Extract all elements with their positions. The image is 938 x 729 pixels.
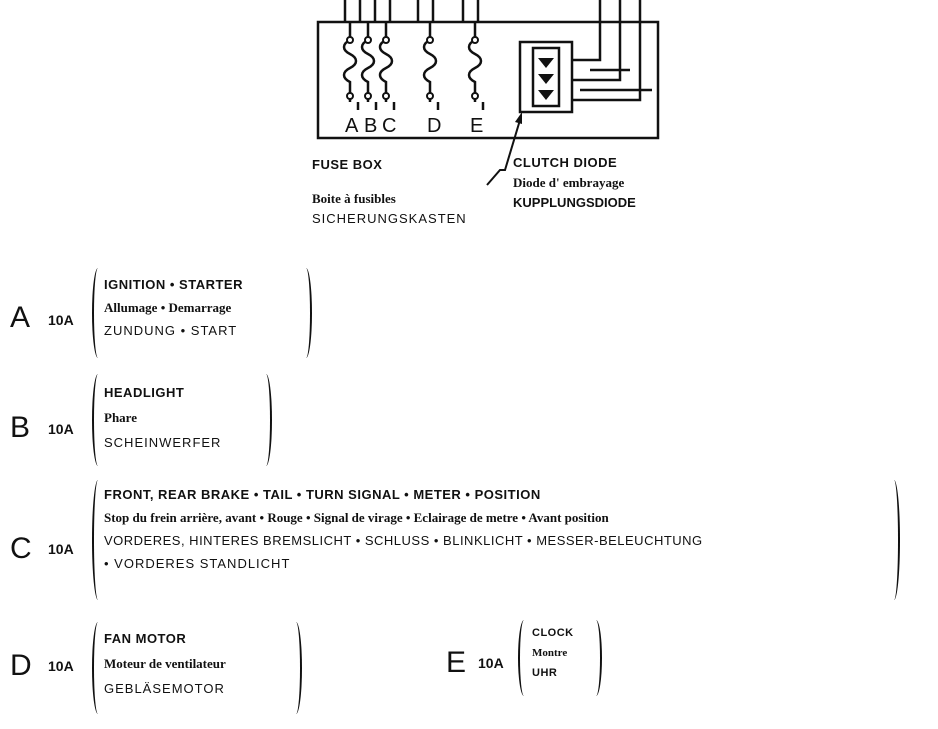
fuse-letter-e: E — [470, 115, 484, 137]
fuse-e-fr: Montre — [532, 647, 568, 659]
fuse-c-de-continued: • VORDERES STANDLICHT — [104, 556, 291, 571]
clutch-diode-block — [518, 10, 652, 114]
fuse-d — [422, 22, 438, 102]
clutch-diode-label-de: KUPPLUNGSDIODE — [513, 195, 636, 210]
fuse-d-en: FAN MOTOR — [104, 631, 187, 646]
fuse-c-fr: Stop du frein arrière, avant • Rouge • S… — [104, 510, 609, 525]
fuse-elements — [342, 22, 485, 110]
fuse-letter-b: B — [364, 115, 378, 137]
fuse-e — [467, 22, 483, 102]
clutch-diode-label-en: CLUTCH DIODE — [513, 155, 618, 170]
fuse-d-description: FAN MOTOR Moteur de ventilateur GEBLÄSEM… — [92, 622, 302, 714]
fuse-box-outline — [316, 20, 660, 140]
fuse-box-diagram — [316, 0, 660, 186]
fuse-c-rating: 10A — [48, 541, 74, 557]
fuse-box-label-en: FUSE BOX — [312, 157, 383, 172]
fuse-a-fr: Allumage • Demarrage — [104, 300, 232, 315]
fuse-a-rating: 10A — [48, 312, 74, 328]
fuse-d-fr: Moteur de ventilateur — [104, 656, 226, 671]
fuse-c-en: FRONT, REAR BRAKE • TAIL • TURN SIGNAL •… — [104, 487, 541, 502]
fuse-terminals — [346, 36, 479, 100]
fuse-a-description: IGNITION • STARTER Allumage • Demarrage … — [92, 268, 312, 358]
fuse-b-letter: B — [10, 411, 31, 444]
fuse-d-rating: 10A — [48, 658, 74, 674]
fuse-c-description: FRONT, REAR BRAKE • TAIL • TURN SIGNAL •… — [92, 480, 900, 600]
clutch-diode-label-fr: Diode d' embrayage — [513, 175, 625, 190]
fuse-c-de: VORDERES, HINTERES BREMSLICHT • SCHLUSS … — [104, 533, 703, 548]
fuse-c-letter: C — [10, 532, 32, 565]
fuse-a — [342, 22, 358, 102]
fuse-a-en: IGNITION • STARTER — [104, 277, 243, 292]
fuse-e-letter: E — [446, 646, 467, 679]
fuse-letter-d: D — [427, 115, 442, 137]
fuse-b-rating: 10A — [48, 421, 74, 437]
fuse-b-de: SCHEINWERFER — [104, 435, 222, 450]
fuse-c — [378, 22, 394, 102]
fuse-e-de: UHR — [532, 667, 558, 679]
fuse-box-label-de: SICHERUNGSKASTEN — [312, 211, 467, 226]
fuse-b-fr: Phare — [104, 410, 137, 425]
fuse-d-letter: D — [10, 649, 32, 682]
fuse-d-de: GEBLÄSEMOTOR — [104, 681, 225, 696]
fuse-b-description: HEADLIGHT Phare SCHEINWERFER — [92, 374, 272, 466]
fuse-box-label-fr: Boite à fusibles — [312, 191, 396, 206]
fuse-letter-a: A — [345, 115, 361, 137]
fuse-b-en: HEADLIGHT — [104, 385, 185, 400]
fuse-b — [360, 22, 376, 102]
diode-symbols — [538, 58, 554, 100]
fuse-letter-c: C — [382, 115, 397, 137]
fuse-e-en: CLOCK — [532, 627, 574, 639]
fuse-e-description: CLOCK Montre UHR — [518, 620, 602, 696]
fuse-e-rating: 10A — [478, 655, 504, 671]
diode-leader-line — [486, 119, 521, 186]
fuse-a-de: ZUNDUNG • START — [104, 323, 238, 338]
fuse-a-letter: A — [10, 301, 31, 334]
